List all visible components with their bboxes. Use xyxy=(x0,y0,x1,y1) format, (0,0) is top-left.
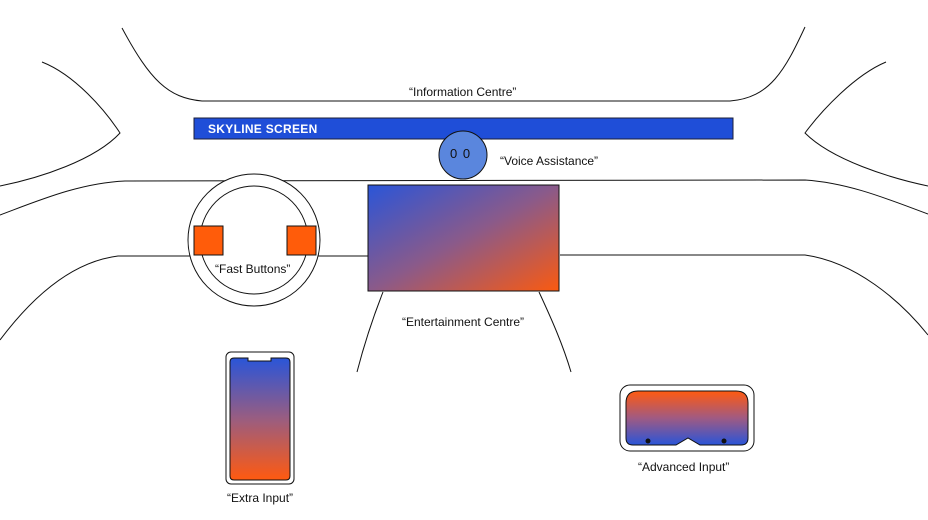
information-centre-label: “Information Centre” xyxy=(409,85,517,99)
voice-eyes-label: 0 0 xyxy=(450,146,472,161)
dashboard-lower-edge-left xyxy=(0,255,368,341)
fast-button-left[interactable] xyxy=(193,225,224,256)
entertainment-centre-label: “Entertainment Centre” xyxy=(402,315,525,329)
voice-assistance-label: “Voice Assistance” xyxy=(500,154,599,168)
extra-input-label: “Extra Input” xyxy=(227,491,294,505)
windshield-outline xyxy=(121,26,806,102)
skyline-screen-label: SKYLINE SCREEN xyxy=(208,122,318,136)
console-line-right xyxy=(538,291,572,373)
entertainment-centre-screen[interactable] xyxy=(367,184,560,292)
dashboard-top-edge xyxy=(0,179,928,216)
console-line-left xyxy=(356,291,384,373)
right-pillar-outline xyxy=(804,61,928,187)
voice-assistant-circle[interactable] xyxy=(438,130,488,180)
advanced-input-dot-right xyxy=(721,438,727,444)
skyline-screen: SKYLINE SCREEN xyxy=(194,118,733,139)
advanced-input-dot-left xyxy=(645,438,651,444)
advanced-input-screen[interactable] xyxy=(625,390,749,446)
fast-button-right[interactable] xyxy=(286,225,317,256)
fast-buttons-label: “Fast Buttons” xyxy=(215,262,291,276)
dashboard-lower-edge-right xyxy=(560,254,928,336)
left-pillar-outline xyxy=(0,61,121,187)
advanced-input-label: “Advanced Input” xyxy=(638,460,730,474)
phone-screen[interactable] xyxy=(229,357,291,481)
